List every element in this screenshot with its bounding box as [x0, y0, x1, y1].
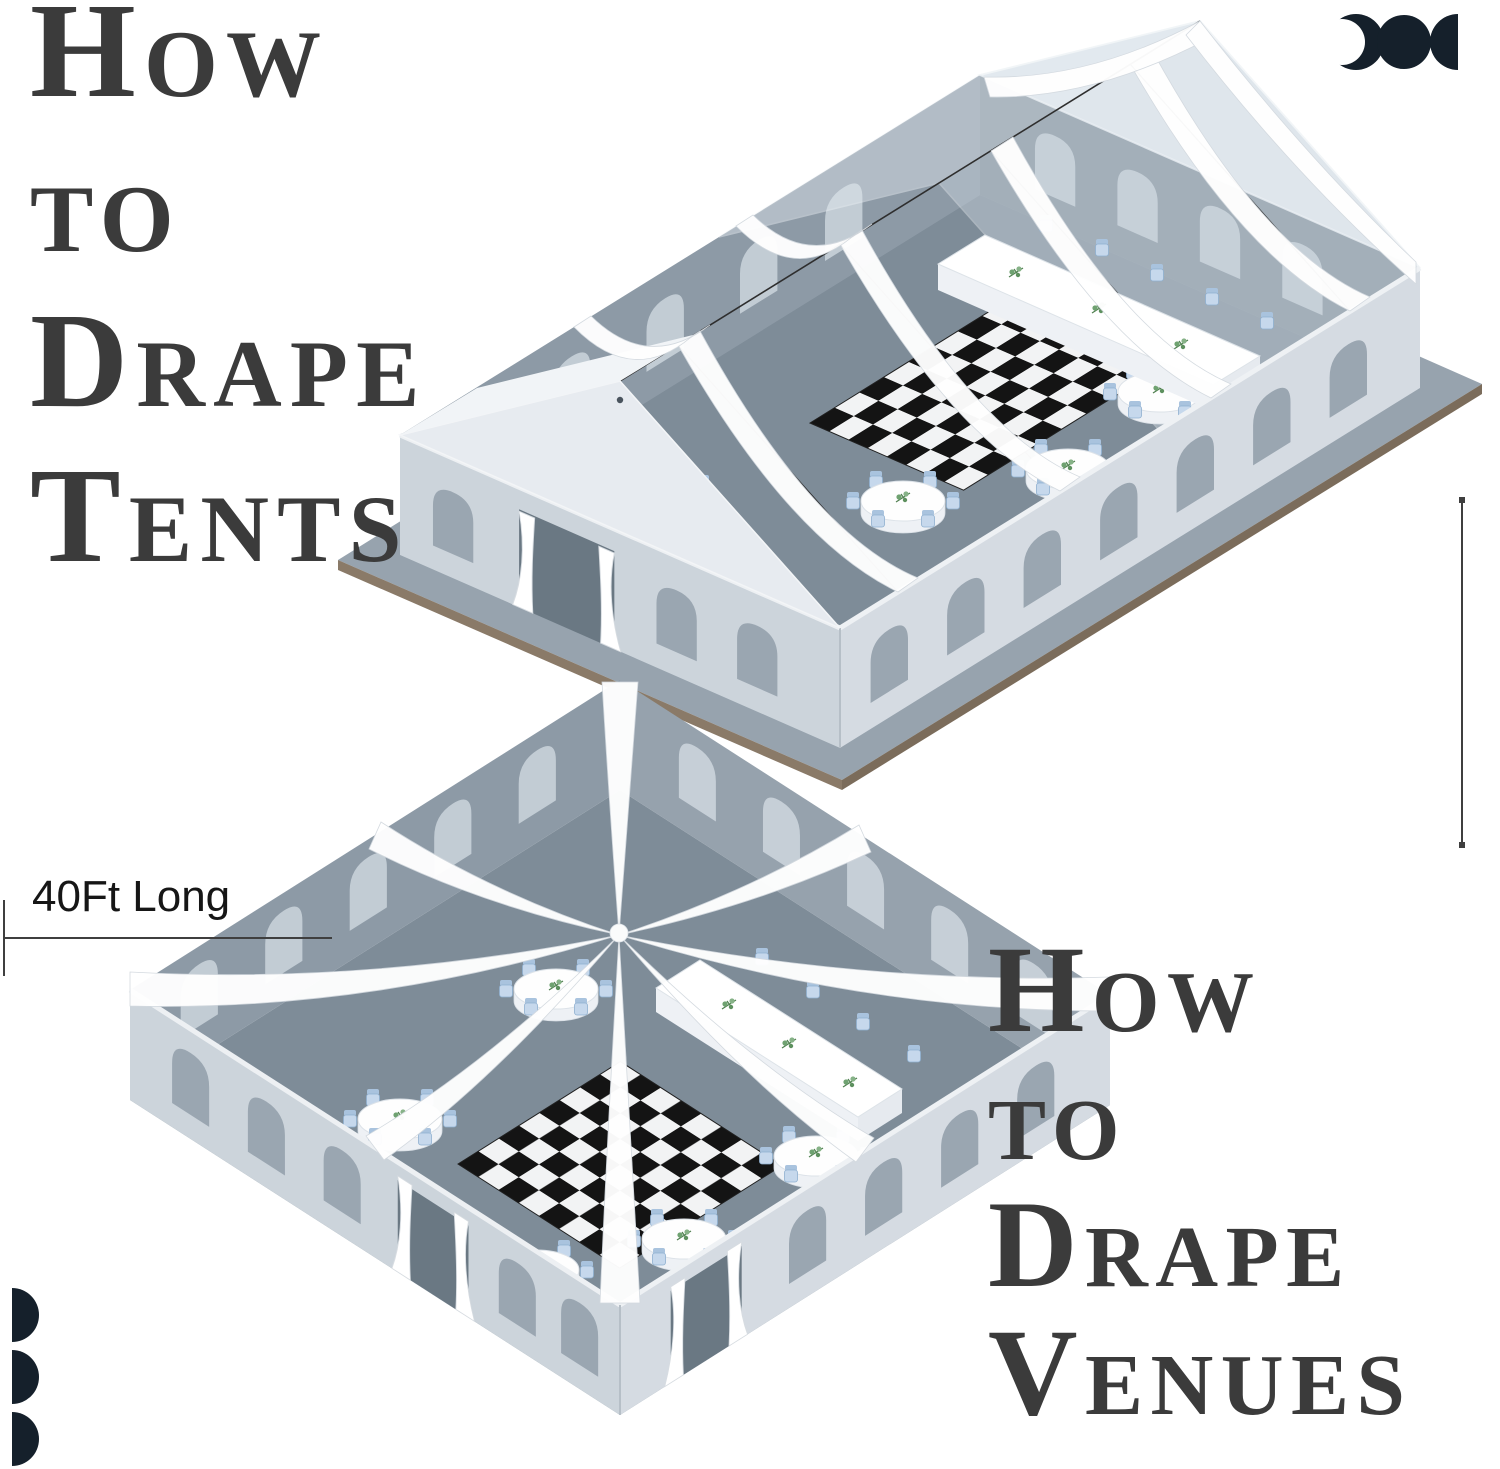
chair	[1150, 263, 1164, 282]
title-how-to-drape-tents: How to Drape Tents	[30, 0, 428, 594]
half-circle-icon	[12, 1350, 39, 1404]
radial-drapes	[129, 681, 1111, 1304]
ceiling-drapes	[573, 20, 1417, 593]
drape-panel	[618, 824, 872, 936]
platform-edge	[842, 384, 1482, 790]
drape-swag	[1185, 20, 1417, 285]
length-label: 40Ft Long	[32, 872, 231, 921]
title-line: How	[988, 921, 1262, 1058]
wall-top-rail	[838, 265, 1422, 631]
drape-panel	[601, 681, 639, 936]
venue-near-left-wall	[130, 990, 620, 1415]
drape-panel	[368, 821, 620, 936]
right-wall-openings	[664, 1054, 1055, 1388]
platform-edge	[338, 560, 842, 790]
title-line: Venues	[988, 1304, 1413, 1442]
drape-swag	[735, 214, 873, 259]
drape-swag	[983, 20, 1209, 98]
drape-panel	[618, 934, 875, 1163]
doorway	[670, 1245, 742, 1383]
doorway	[397, 1180, 469, 1318]
drape-swag	[990, 136, 1232, 399]
title-line: to	[988, 1048, 1128, 1186]
drape-center-knot	[609, 923, 629, 943]
doorway	[519, 509, 615, 650]
gable-vent	[616, 396, 624, 404]
tent-near-end-wall	[400, 435, 840, 748]
drape-swag	[1129, 49, 1371, 312]
venue-illustration	[128, 680, 1112, 1415]
half-circle-icon	[12, 1288, 39, 1342]
chair	[1205, 287, 1219, 306]
left-wall-openings	[172, 1041, 599, 1377]
roof-sliver	[400, 334, 697, 435]
tent-illustration	[338, 19, 1482, 790]
drape-swag	[839, 229, 1081, 492]
title-line: Tents	[30, 441, 410, 592]
height-dimension	[1459, 497, 1465, 848]
drape-panel	[599, 934, 641, 1304]
chair	[856, 1012, 870, 1031]
length-dimension	[3, 900, 332, 976]
drape-panel	[129, 934, 620, 1007]
half-circle-icon	[12, 1412, 39, 1466]
drape-swag	[573, 315, 711, 360]
brand-mark-icon	[1319, 14, 1458, 70]
circle-icon	[1377, 15, 1431, 69]
chair	[1260, 311, 1274, 330]
title-line: to	[30, 131, 182, 282]
chair	[907, 1044, 921, 1063]
chair	[1095, 238, 1109, 257]
title-line: Drape	[30, 286, 428, 437]
half-circle-icon	[1430, 14, 1458, 70]
drape-swag	[677, 330, 919, 593]
venue-near-right-wall	[620, 995, 1110, 1415]
title-how-to-drape-venues: How to Drape Venues	[988, 926, 1412, 1437]
title-line: Drape	[988, 1176, 1352, 1314]
end-wall-openings	[432, 483, 778, 697]
stacked-half-circles-icon	[12, 1288, 39, 1466]
drape-panel	[618, 934, 1111, 1012]
drape-panel	[365, 934, 620, 1161]
title-line: How	[30, 0, 330, 126]
